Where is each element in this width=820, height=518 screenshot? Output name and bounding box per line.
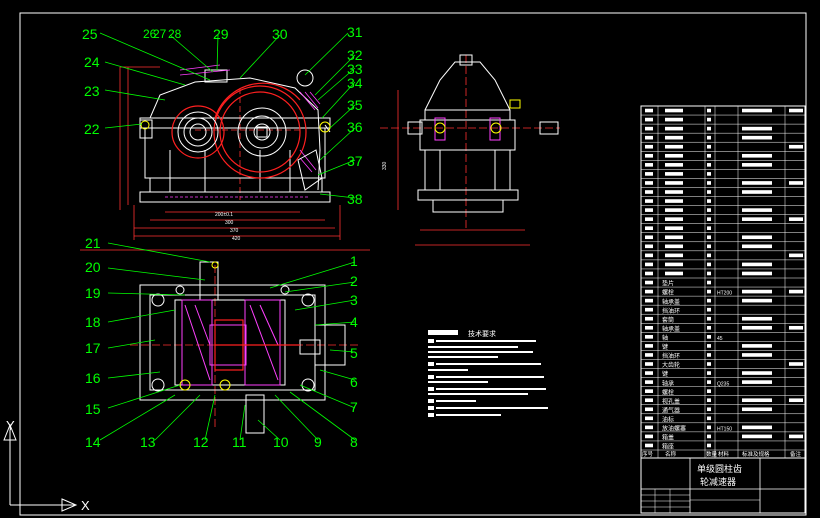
- parts-table-name: 螺栓: [662, 289, 674, 297]
- callout-28: 28: [168, 27, 182, 41]
- callout-21: 21: [85, 235, 101, 251]
- callout-38: 38: [347, 191, 363, 207]
- svg-text:200±0.1: 200±0.1: [215, 212, 233, 218]
- callout-36: 36: [347, 119, 363, 135]
- parts-table-name: 键: [662, 343, 668, 351]
- parts-table-name: 箱座: [662, 443, 674, 451]
- callout-23: 23: [84, 83, 100, 99]
- title-name-line1: 单级圆柱齿: [697, 463, 742, 474]
- ucs-x-label: X: [81, 498, 90, 513]
- title-name-line2: 轮减速器: [700, 476, 736, 487]
- parts-table: 垫片螺栓轴承盖挡油环套筒轴承盖轴键挡油环大齿轮键轴承螺栓视孔盖通气器油标放油螺塞…: [640, 105, 806, 459]
- side-view: 330: [380, 54, 560, 246]
- svg-text:330: 330: [382, 161, 388, 170]
- sheet-border: [19, 12, 807, 516]
- parts-table-name: 键: [662, 370, 668, 378]
- callout-4: 4: [350, 314, 358, 330]
- callout-20: 20: [85, 259, 101, 275]
- callout-19: 19: [85, 285, 101, 301]
- svg-text:300: 300: [225, 220, 234, 226]
- callout-11: 11: [232, 434, 247, 450]
- callout-15: 15: [85, 401, 101, 417]
- callout-5: 5: [350, 345, 358, 361]
- parts-table-name: 挡油环: [662, 307, 680, 315]
- parts-table-material: HT200: [717, 291, 732, 297]
- parts-table-name: 轴承: [662, 379, 674, 387]
- callout-25: 25: [82, 26, 98, 42]
- parts-table-name: 通气器: [662, 406, 680, 414]
- parts-table-name: 箱盖: [662, 434, 674, 442]
- parts-table-header: 名称: [665, 450, 677, 458]
- callout-34: 34: [347, 75, 363, 91]
- callout-18: 18: [85, 314, 101, 330]
- parts-table-header: 标准及规格: [742, 450, 770, 458]
- parts-table-name: 视孔盖: [662, 397, 680, 405]
- callout-30: 30: [272, 26, 288, 42]
- callout-31: 31: [347, 24, 363, 40]
- parts-table-name: 大齿轮: [662, 361, 680, 369]
- front-view: 200±0.1 300 370 420: [82, 24, 363, 242]
- callout-10: 10: [273, 434, 289, 450]
- parts-table-name: 放油螺塞: [662, 425, 686, 433]
- ucs-y-label: Y: [6, 418, 15, 433]
- callout-37: 37: [347, 153, 363, 169]
- callout-33: 33: [347, 61, 363, 77]
- callout-16: 16: [85, 370, 101, 386]
- parts-table-name: 垫片: [662, 280, 674, 288]
- tech-req-title: 技术要求: [468, 329, 496, 338]
- callout-2: 2: [350, 273, 358, 289]
- parts-table-name: 油标: [662, 415, 674, 423]
- top-view: 21 20 19 18 17 16 15 14 13 12 11 10 9 8 …: [80, 235, 370, 450]
- callout-29: 29: [213, 26, 229, 42]
- title-block: 单级圆柱齿 轮减速器: [640, 457, 806, 514]
- ucs-icon: [3, 423, 78, 512]
- callout-27: 27: [153, 27, 167, 41]
- callout-12: 12: [193, 434, 209, 450]
- parts-table-name: 挡油环: [662, 352, 680, 360]
- technical-requirements: 技术要求: [428, 329, 548, 417]
- parts-table-header: 材料: [718, 450, 730, 458]
- callout-26: 26: [143, 27, 157, 41]
- callout-3: 3: [350, 292, 358, 308]
- callout-8: 8: [350, 434, 358, 450]
- callout-1: 1: [350, 253, 358, 269]
- parts-table-name: 轴承盖: [662, 325, 680, 333]
- callout-32: 32: [347, 47, 363, 63]
- parts-table-material: 45: [717, 336, 723, 342]
- parts-table-header: 备注: [790, 450, 802, 458]
- callout-13: 13: [140, 434, 156, 450]
- callout-22: 22: [84, 121, 100, 137]
- callout-6: 6: [350, 374, 358, 390]
- callout-17: 17: [85, 340, 101, 356]
- callout-24: 24: [84, 54, 100, 70]
- parts-table-material: Q235: [717, 381, 729, 387]
- parts-table-header: 序号: [642, 450, 654, 458]
- parts-table-header: 数量: [706, 450, 718, 458]
- parts-table-name: 轴承盖: [662, 298, 680, 306]
- parts-table-name: 螺栓: [662, 388, 674, 396]
- parts-table-name: 套筒: [662, 316, 674, 324]
- parts-table-name: 轴: [662, 334, 668, 342]
- callout-9: 9: [314, 434, 322, 450]
- callout-7: 7: [350, 399, 358, 415]
- svg-text:370: 370: [230, 228, 239, 234]
- svg-text:420: 420: [232, 236, 241, 242]
- callout-35: 35: [347, 97, 363, 113]
- parts-table-material: HT150: [717, 427, 732, 433]
- callout-14: 14: [85, 434, 101, 450]
